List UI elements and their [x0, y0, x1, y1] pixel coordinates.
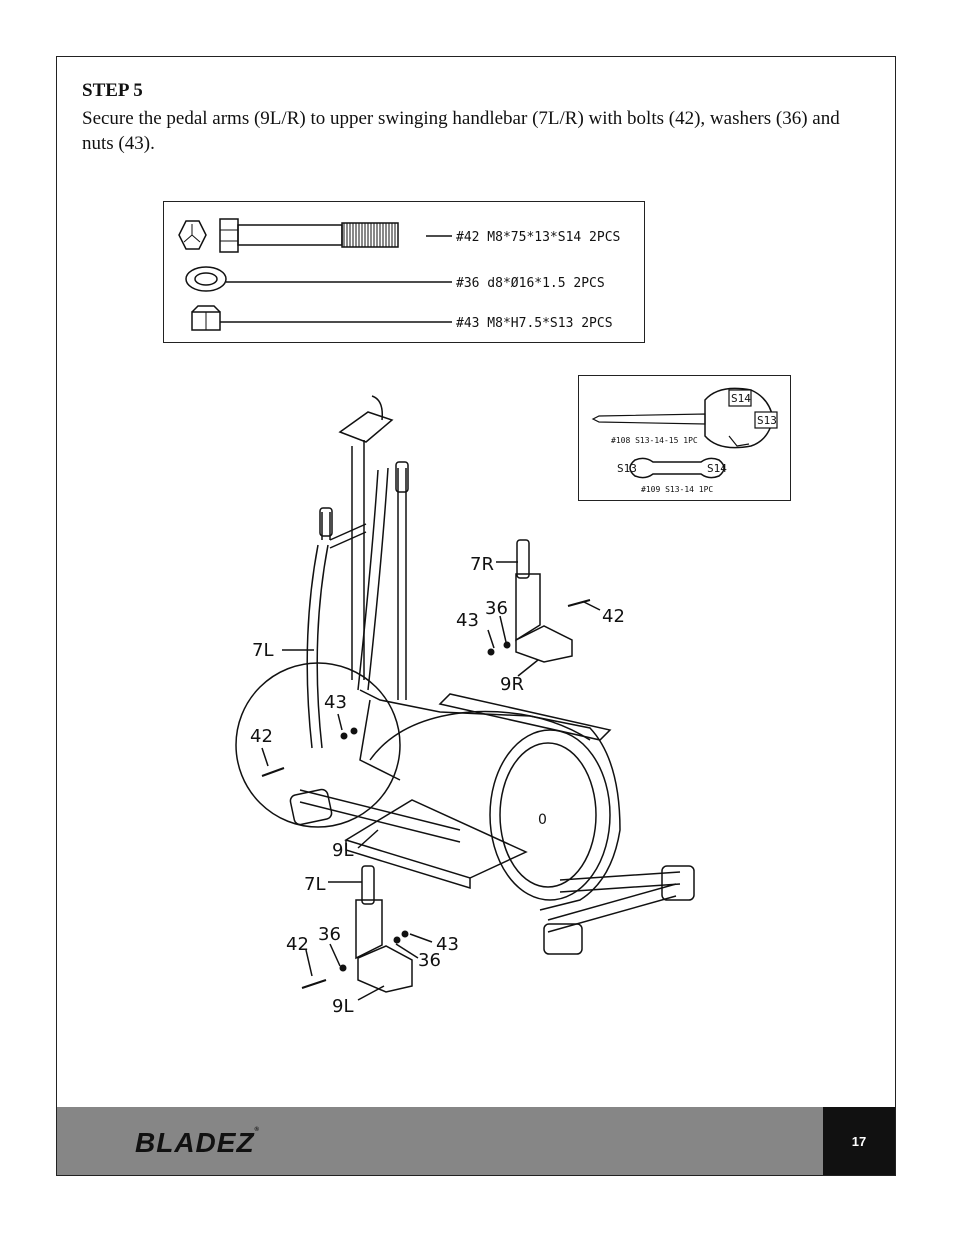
step-instruction: Secure the pedal arms (9L/R) to upper sw… [82, 108, 840, 154]
detail-circle [235, 662, 401, 828]
callout-43-right: 43 [456, 610, 479, 631]
flywheel-cover [489, 729, 611, 901]
s13-right: S13 [757, 414, 777, 427]
callout-36-right: 36 [485, 598, 508, 619]
washer-icon [185, 266, 227, 292]
callout-0: 0 [538, 812, 547, 828]
callout-36-detail: 36 [318, 924, 341, 945]
brand-logo: BLADEZ® [135, 1127, 260, 1158]
callout-9l-main: 9L [332, 840, 353, 861]
hardware-box: #42 M8*75*13*S14 2PCS #36 d8*Ø16*1.5 2PC… [163, 201, 645, 343]
hardware-illustration: #42 M8*75*13*S14 2PCS #36 d8*Ø16*1.5 2PC… [178, 218, 620, 331]
callout-43-left: 43 [324, 692, 347, 713]
tool-illustration: S14 S13 #108 S13-14-15 1PC S13 S14 #109 … [591, 387, 778, 494]
tool-box: S14 S13 #108 S13-14-15 1PC S13 S14 #109 … [578, 375, 791, 501]
callout-43-detail: 43 [436, 934, 459, 955]
bolt-label: #42 M8*75*13*S14 2PCS [456, 230, 620, 245]
pedal-left [344, 799, 528, 879]
bolt-head-icon [178, 220, 207, 250]
page-number: 17 [823, 1107, 895, 1175]
console-bracket [338, 411, 394, 443]
step-title: STEP 5 [82, 80, 143, 101]
multi-tool-label: #108 S13-14-15 1PC [611, 436, 698, 445]
callout-36-detail-2: 36 [418, 950, 441, 971]
callout-42-right: 42 [602, 606, 625, 627]
callout-42-detail: 42 [286, 934, 309, 955]
callout-7l-detail: 7L [304, 874, 325, 895]
page-frame [56, 56, 896, 1176]
s14-top: S14 [731, 392, 751, 405]
s14-wrench: S14 [707, 462, 727, 475]
callout-7r: 7R [470, 554, 494, 575]
wrench-label: #109 S13-14 1PC [641, 485, 713, 494]
s13-wrench: S13 [617, 462, 637, 475]
nut-label: #43 M8*H7.5*S13 2PCS [456, 316, 613, 331]
callout-9l-detail: 9L [332, 996, 353, 1017]
page-footer: BLADEZ® 17 [57, 1107, 895, 1175]
callout-7l-main: 7L [252, 640, 273, 661]
callout-42-left: 42 [250, 726, 273, 747]
washer-label: #36 d8*Ø16*1.5 2PCS [456, 276, 605, 291]
wrench-icon [629, 457, 725, 479]
callout-9r: 9R [500, 674, 524, 695]
